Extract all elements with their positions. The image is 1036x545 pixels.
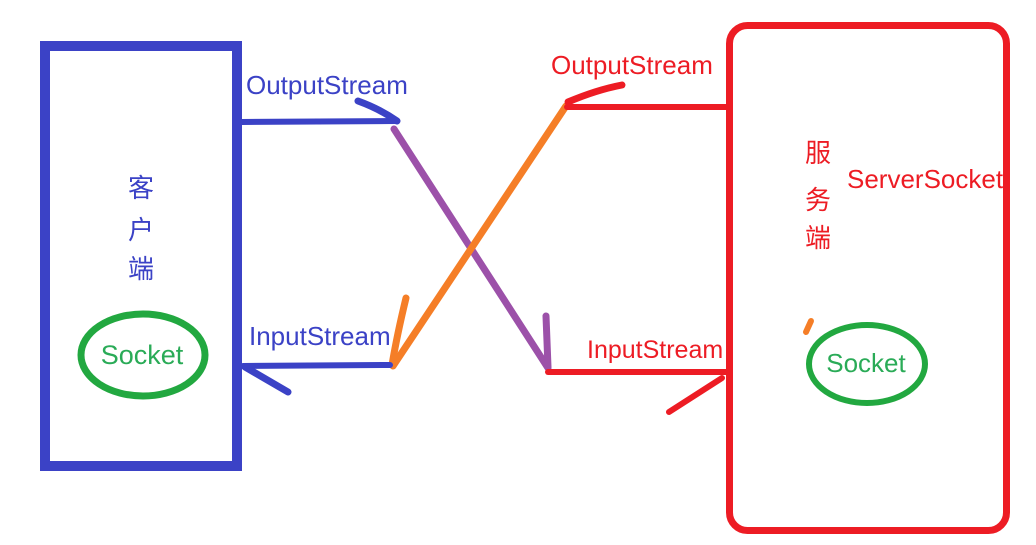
server-outputstream-label: OutputStream [551, 50, 713, 80]
server-input-arrowhead [666, 375, 725, 415]
client-input-arrowhead [241, 363, 292, 396]
client-input-arrow-line [240, 362, 393, 369]
server-socket-label: Socket [826, 348, 906, 378]
client-box [40, 41, 242, 471]
orange-arrowhead-stroke [388, 294, 410, 369]
client-output-arrowhead [354, 97, 401, 125]
client-name-char-1: 客 [128, 173, 154, 203]
server-box [726, 22, 1010, 534]
serversocket-label: ServerSocket [847, 164, 1004, 194]
client-name-char-3: 端 [128, 254, 154, 284]
server-socket-ellipse [806, 322, 928, 406]
client-output-arrow-line [239, 118, 398, 125]
server-output-to-client-input-line [389, 102, 570, 370]
orange-stray-tick [803, 318, 814, 335]
client-socket-label: Socket [101, 340, 184, 370]
server-name-char-2: 务 [805, 185, 831, 215]
server-name-char-3: 端 [805, 223, 831, 253]
client-name-char-2: 户 [128, 215, 154, 245]
client-socket-ellipse [77, 310, 209, 400]
server-inputstream-label: InputStream [587, 336, 723, 364]
server-output-arrowhead [564, 81, 626, 106]
purple-arrowhead-stroke [542, 312, 552, 371]
client-outputstream-label: OutputStream [246, 70, 408, 100]
client-inputstream-label: InputStream [249, 321, 391, 351]
server-name-char-1: 服 [805, 138, 831, 168]
